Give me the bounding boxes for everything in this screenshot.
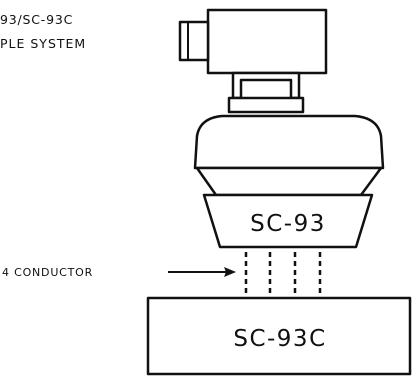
conductor-lines [244,252,322,298]
housing-dome [193,114,385,170]
sensor-label: SC-93 [250,211,326,237]
sensor-body [202,193,374,249]
housing-band [195,166,383,197]
arrow-right-icon [224,267,236,277]
sensor-housing [193,114,385,197]
neck-collar [227,96,305,114]
cable-label: 4 CONDUCTOR [2,266,93,279]
controller-label: SC-93C [233,326,326,352]
caption-line-1: 93/SC-93C [0,12,73,27]
connector-head [178,8,328,75]
sensor-body-group: SC-93 [202,193,374,249]
sensor-neck [227,71,305,114]
connector-plug [178,20,210,62]
connector-body [206,8,328,75]
cable-callout: 4 CONDUCTOR [2,266,236,279]
controller-box [146,296,412,376]
controller-unit: SC-93C [146,296,412,376]
caption-line-2: PLE SYSTEM [0,36,86,51]
